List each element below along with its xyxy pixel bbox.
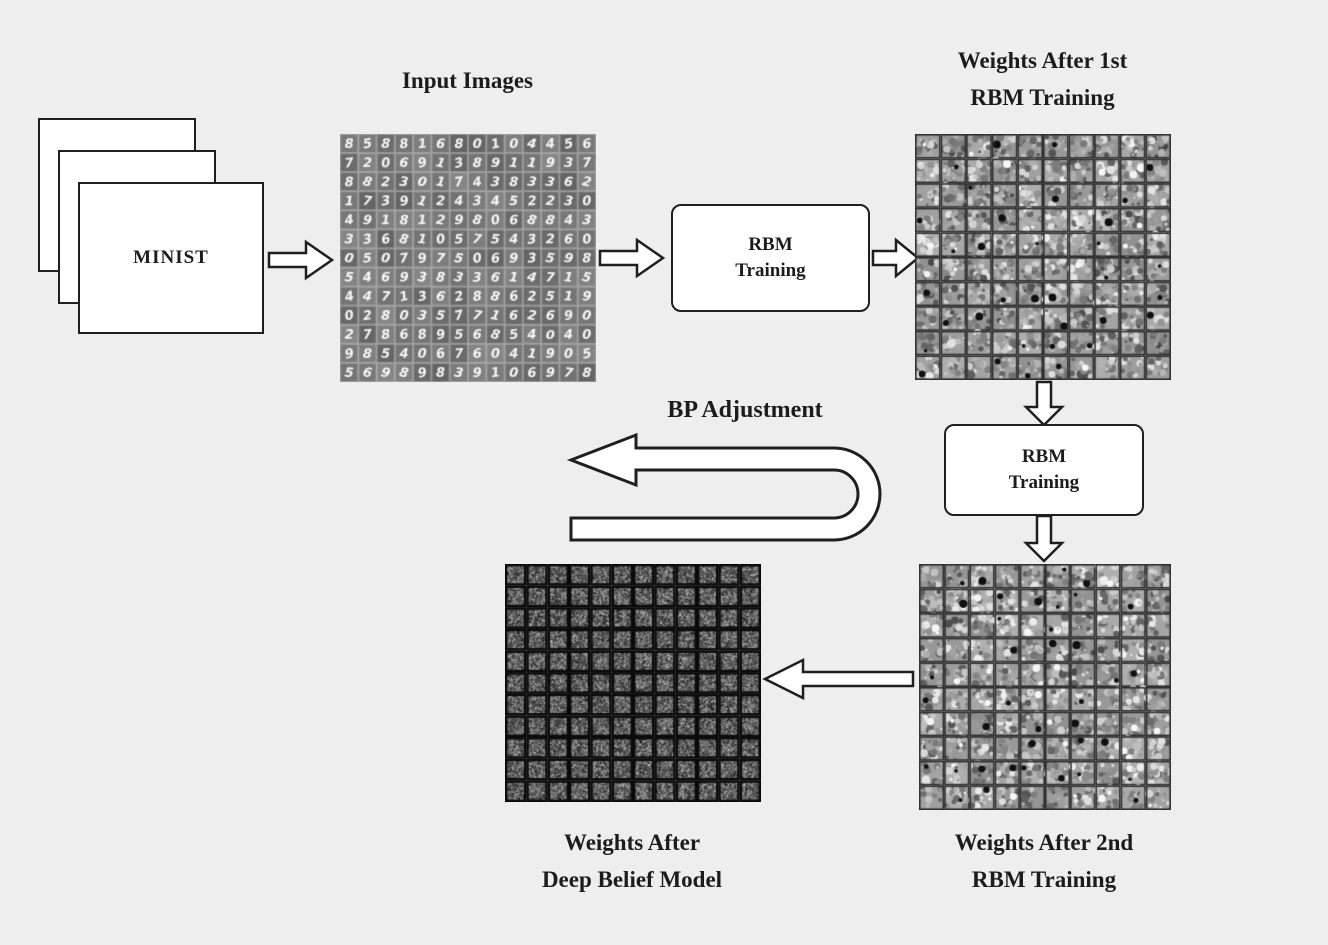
dbm-caption-line1: Weights After bbox=[563, 830, 701, 855]
weights-after-dbm-image bbox=[505, 564, 761, 802]
mnist-input-image bbox=[340, 134, 596, 382]
dbm-caption: Weights After Deep Belief Model bbox=[488, 824, 776, 898]
weights1-title-line1: Weights After 1st bbox=[957, 48, 1128, 73]
bp-adjustment-uturn-arrow-icon bbox=[566, 432, 882, 542]
weights1-title: Weights After 1st RBM Training bbox=[905, 42, 1180, 116]
arrow-shape bbox=[1022, 380, 1066, 427]
rbm1-label-line1: RBM bbox=[748, 234, 793, 255]
uturn-arrow-shape bbox=[566, 432, 882, 542]
weights-after-2nd-rbm-image bbox=[919, 564, 1171, 810]
weights2-caption: Weights After 2nd RBM Training bbox=[898, 824, 1190, 898]
mnist-label: MINIST bbox=[133, 247, 209, 268]
bp-adjustment-label: BP Adjustment bbox=[667, 397, 823, 423]
arrow-weights1-to-rbm2-icon bbox=[1022, 380, 1066, 427]
arrow-shape bbox=[598, 237, 666, 279]
rbm-training-box-2: RBM Training bbox=[944, 424, 1144, 516]
dbm-caption-line2: Deep Belief Model bbox=[541, 867, 723, 892]
weights1-title-line2: RBM Training bbox=[970, 85, 1115, 110]
arrow-weights2-to-dbm-icon bbox=[762, 657, 915, 701]
arrow-shape bbox=[1022, 514, 1066, 563]
arrow-shape bbox=[267, 239, 335, 281]
arrow-input-to-rbm1-icon bbox=[598, 237, 666, 279]
arrow-shape bbox=[871, 237, 920, 279]
arrow-rbm2-to-weights2-icon bbox=[1022, 514, 1066, 563]
arrow-rbm1-to-weights1-icon bbox=[871, 237, 920, 279]
stack-sheet-front: MINIST bbox=[78, 182, 264, 334]
arrow-mnist-to-input-icon bbox=[267, 239, 335, 281]
rbm2-label-line1: RBM bbox=[1021, 446, 1067, 467]
rbm-training-box-1: RBM Training bbox=[671, 204, 870, 312]
input-images-title: Input Images bbox=[401, 68, 533, 93]
weights-after-1st-rbm-image bbox=[915, 134, 1171, 380]
rbm1-label-line2: Training bbox=[735, 260, 806, 281]
weights2-caption-line2: RBM Training bbox=[971, 867, 1117, 892]
arrow-shape bbox=[762, 657, 915, 701]
weights2-caption-line1: Weights After 2nd bbox=[954, 830, 1134, 855]
rbm2-label-line2: Training bbox=[1008, 472, 1080, 493]
